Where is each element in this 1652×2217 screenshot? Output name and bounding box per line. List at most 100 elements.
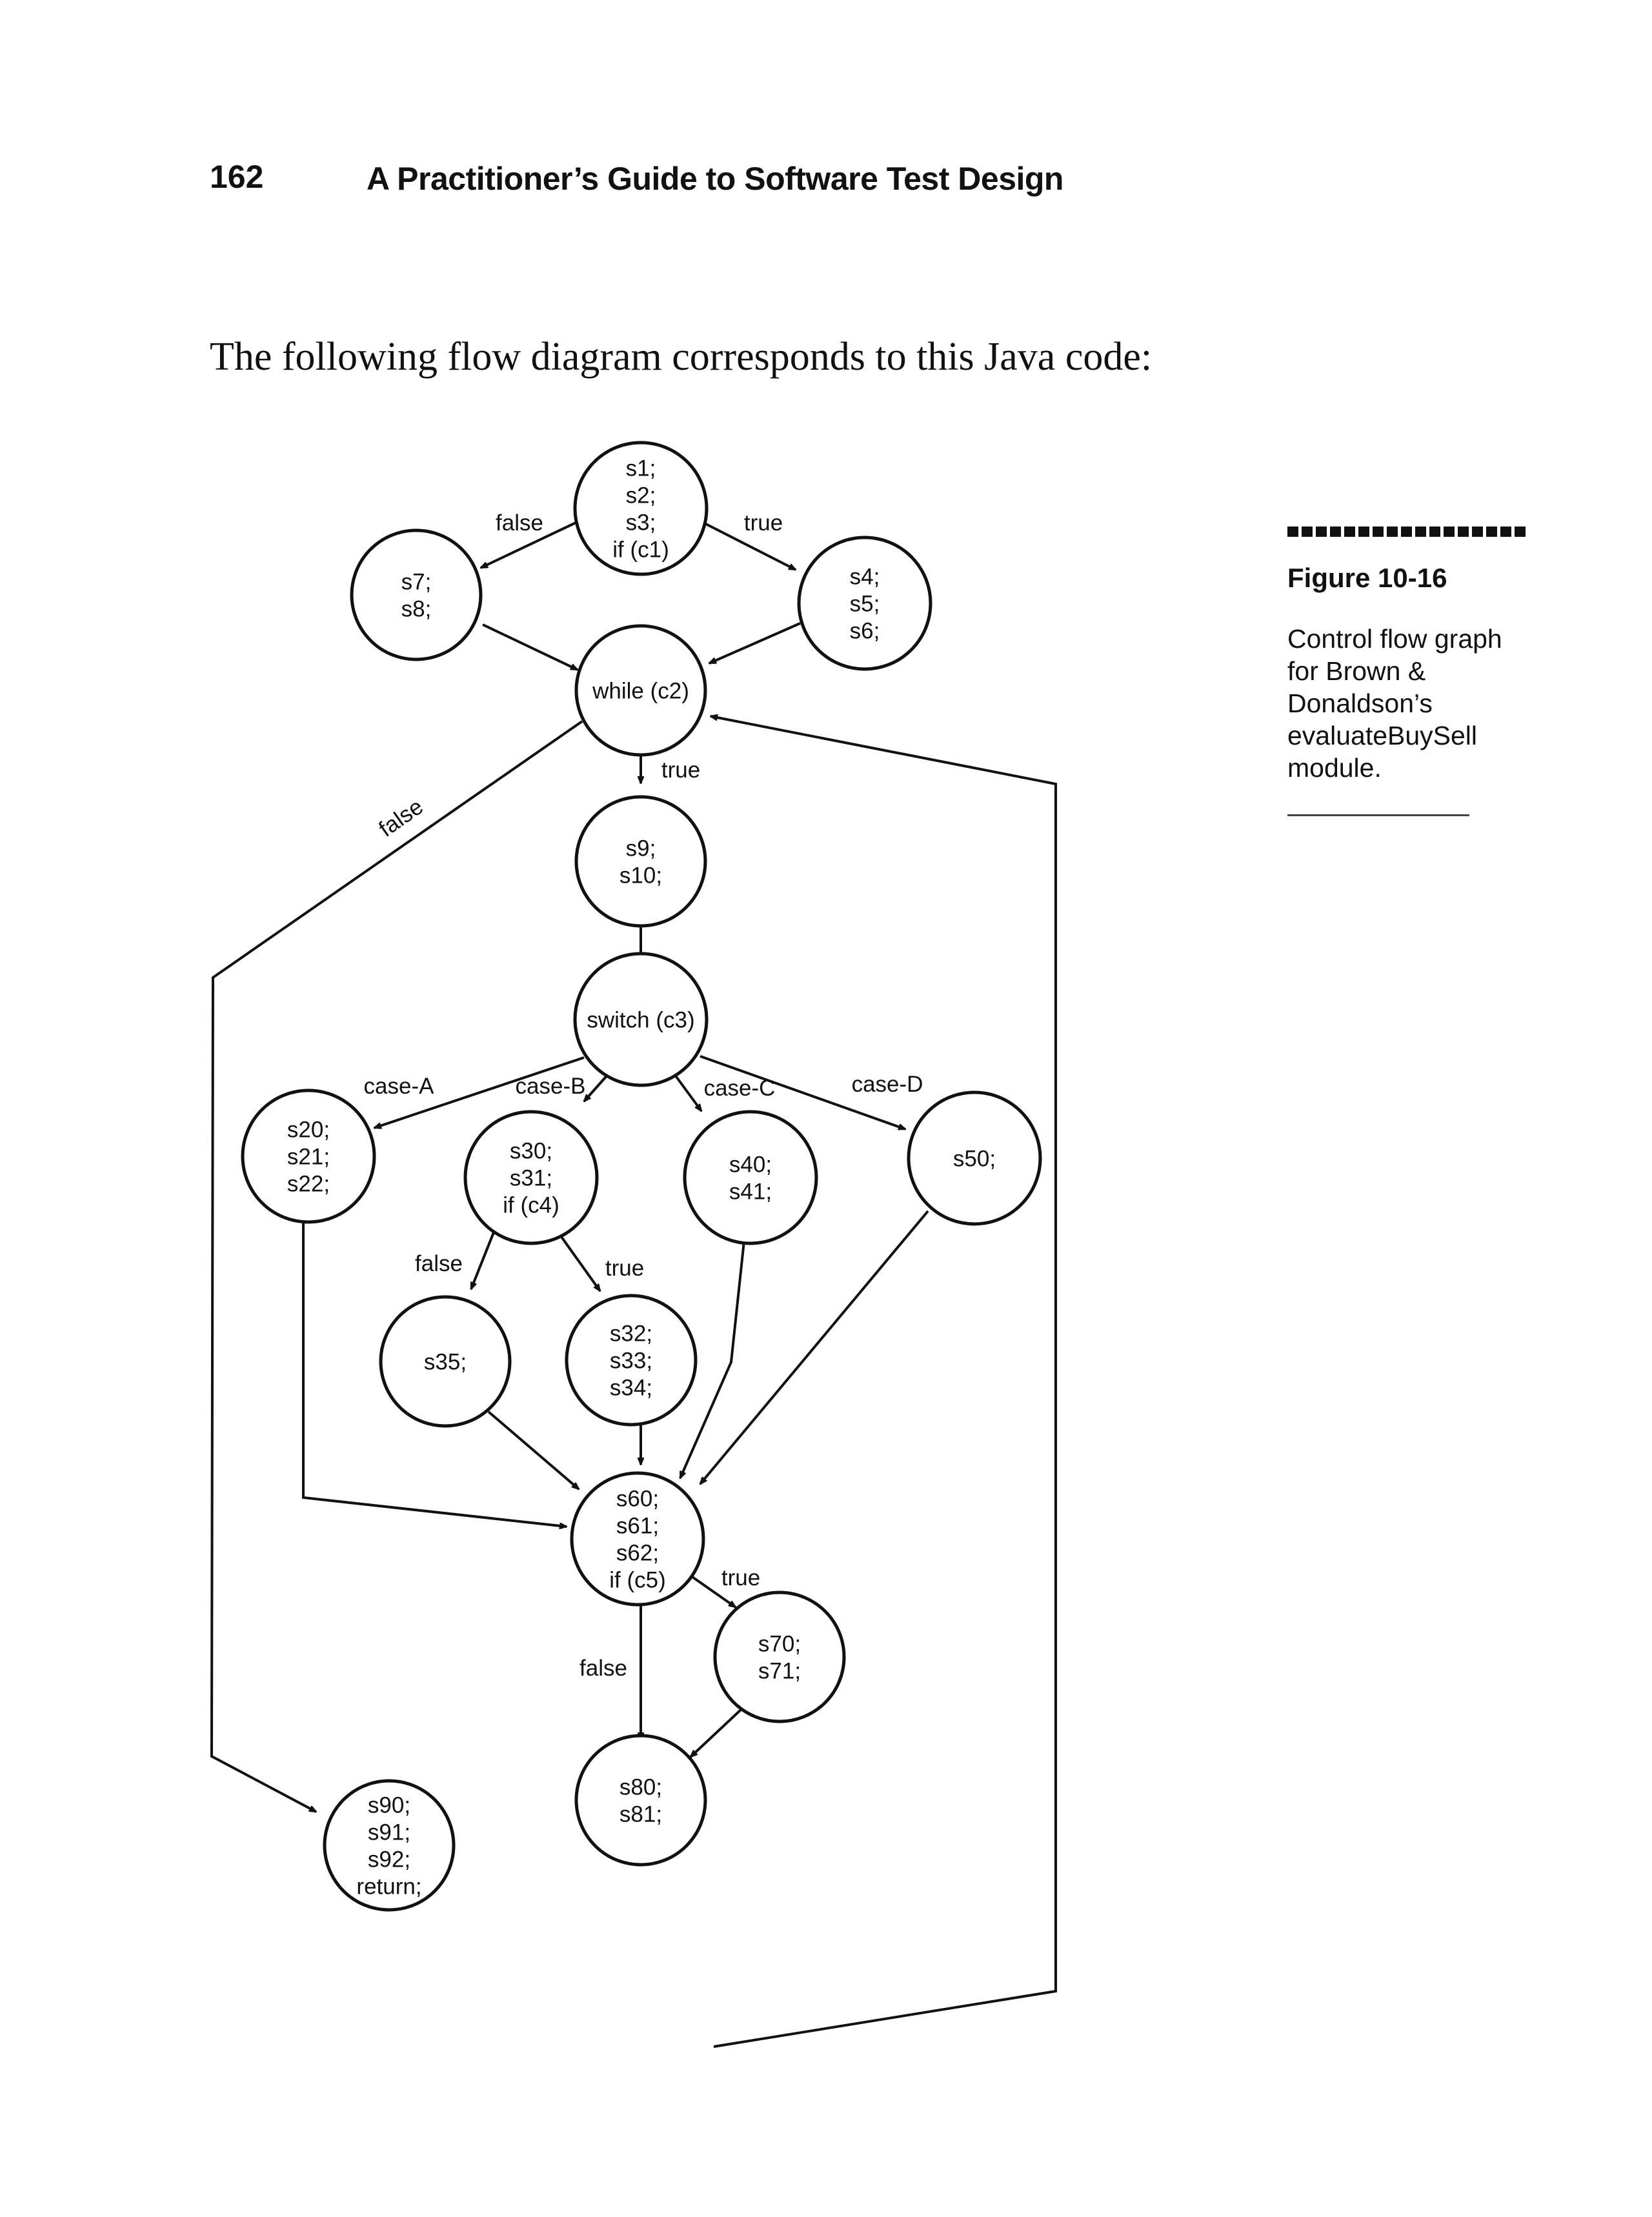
edge-c4-false bbox=[470, 1232, 495, 1289]
node-circle bbox=[574, 795, 707, 928]
edge-s35-to-s60 bbox=[487, 1410, 579, 1489]
node-text-line: s92; bbox=[368, 1847, 410, 1872]
edge-label-c5-true: true bbox=[721, 1565, 760, 1590]
figure-label: Figure 10-16 bbox=[1287, 563, 1447, 593]
node-text-line: if (c1) bbox=[612, 537, 669, 562]
node-text-line: s22; bbox=[287, 1171, 330, 1196]
edge-s50-to-s60 bbox=[700, 1210, 929, 1484]
graph-node: s9;s10; bbox=[574, 795, 707, 928]
caption-line: Donaldson’s bbox=[1287, 688, 1433, 718]
node-text-line: s90; bbox=[368, 1792, 410, 1818]
node-text-line: s32; bbox=[610, 1321, 652, 1346]
graph-node: s50; bbox=[907, 1090, 1042, 1226]
node-text-line: s5; bbox=[850, 591, 880, 616]
node-text-line: s91; bbox=[368, 1820, 410, 1845]
node-circle bbox=[350, 528, 483, 661]
graph-edges bbox=[210, 517, 1057, 2048]
node-circle bbox=[713, 1590, 846, 1723]
caption-line: Control flow graph bbox=[1287, 624, 1502, 654]
figure-caption: Control flow graph for Brown & Donaldson… bbox=[1287, 623, 1533, 784]
graph-node: s40;s41; bbox=[683, 1110, 818, 1245]
graph-node: while (c2) bbox=[574, 624, 707, 757]
node-text-line: s50; bbox=[953, 1146, 996, 1171]
graph-node: s4;s5;s6; bbox=[797, 536, 932, 671]
node-text-line: s20; bbox=[287, 1117, 330, 1142]
graph-node: s20;s21;s22; bbox=[241, 1088, 376, 1224]
node-circle bbox=[574, 1734, 707, 1867]
node-text-line: if (c5) bbox=[609, 1567, 666, 1592]
edge-s70-to-s80 bbox=[690, 1707, 743, 1757]
node-text-line: s62; bbox=[616, 1540, 659, 1565]
edge-label-c1-true: true bbox=[744, 510, 783, 536]
node-circle bbox=[573, 952, 709, 1087]
node-text-line: s10; bbox=[620, 863, 662, 888]
edge-label-case-b: case-B bbox=[516, 1074, 586, 1099]
node-circle bbox=[574, 624, 707, 757]
edge-s20-to-s60 bbox=[302, 1215, 567, 1527]
graph-nodes: s1;s2;s3;if (c1) s7;s8; s4;s5;s6; while (c2… bbox=[241, 441, 1042, 1912]
intro-text: The following flow diagram corresponds t… bbox=[210, 335, 1153, 379]
graph-node: s32;s33;s34; bbox=[565, 1294, 698, 1427]
node-text-line: if (c4) bbox=[503, 1192, 559, 1218]
edge-case-d bbox=[700, 1055, 905, 1129]
edge-c5-true bbox=[689, 1574, 736, 1609]
node-text-line: return; bbox=[356, 1874, 421, 1899]
graph-node: s1;s2;s3;if (c1) bbox=[573, 441, 709, 576]
edge-s4-to-while bbox=[709, 622, 801, 665]
graph-node: s90;s91;s92;return; bbox=[323, 1779, 456, 1912]
edge-label-c2-true: true bbox=[661, 757, 700, 783]
edge-label-case-c: case-C bbox=[704, 1076, 776, 1101]
node-text-line: s21; bbox=[287, 1144, 330, 1169]
node-circle bbox=[565, 1294, 698, 1427]
caption-line: for Brown & bbox=[1287, 656, 1426, 686]
edge-case-b bbox=[584, 1071, 611, 1101]
node-circle bbox=[379, 1295, 512, 1428]
node-circle bbox=[573, 441, 709, 576]
node-text-line: s8; bbox=[401, 596, 432, 621]
node-text-line: s31; bbox=[510, 1165, 552, 1190]
page-number: 162 bbox=[210, 159, 264, 195]
edge-s40-to-s60 bbox=[679, 1210, 749, 1478]
node-circle bbox=[907, 1090, 1042, 1226]
node-circle bbox=[323, 1779, 456, 1912]
running-title: A Practitioner’s Guide to Software Test … bbox=[367, 161, 1063, 197]
node-circle bbox=[241, 1088, 376, 1224]
node-text-line: s33; bbox=[610, 1348, 652, 1373]
node-text-line: s40; bbox=[729, 1152, 772, 1177]
edge-s7-to-while bbox=[482, 623, 578, 671]
edge-label-c5-false: false bbox=[579, 1656, 627, 1681]
edge-c1-false bbox=[481, 517, 585, 569]
node-text-line: s1; bbox=[626, 456, 656, 481]
node-text-line: s70; bbox=[758, 1631, 801, 1656]
edge-case-c bbox=[672, 1071, 703, 1111]
node-text-line: s80; bbox=[620, 1774, 662, 1800]
graph-node: s60;s61;s62;if (c5) bbox=[570, 1471, 705, 1607]
graph-node: s7;s8; bbox=[350, 528, 483, 661]
graph-node: s35; bbox=[379, 1295, 512, 1428]
edge-case-a bbox=[374, 1056, 585, 1128]
node-text-line: s30; bbox=[510, 1138, 552, 1163]
node-text-line: while (c2) bbox=[592, 678, 689, 703]
edge-label-c1-false: false bbox=[496, 510, 543, 536]
figure-sidebar-rule bbox=[1287, 527, 1526, 537]
node-text-line: s60; bbox=[616, 1486, 659, 1511]
node-text-line: s34; bbox=[610, 1375, 652, 1400]
node-text-line: s2; bbox=[626, 483, 656, 508]
node-text-line: s9; bbox=[626, 836, 656, 861]
caption-line: module. bbox=[1287, 753, 1382, 783]
caption-line: evaluateBuySell bbox=[1287, 721, 1478, 750]
figure-caption-rule bbox=[1287, 814, 1469, 816]
node-text-line: s3; bbox=[626, 510, 656, 535]
edge-c2-false bbox=[210, 720, 583, 1813]
node-text-line: s61; bbox=[616, 1513, 659, 1538]
graph-node: s80;s81; bbox=[574, 1734, 707, 1867]
node-circle bbox=[463, 1110, 599, 1245]
node-circle bbox=[797, 536, 932, 671]
node-text-line: s7; bbox=[401, 569, 432, 594]
node-circle bbox=[683, 1110, 818, 1245]
graph-node: s70;s71; bbox=[713, 1590, 846, 1723]
edge-label-c4-false: false bbox=[415, 1251, 463, 1276]
graph-node: switch (c3) bbox=[573, 952, 709, 1087]
edge-c4-true bbox=[557, 1231, 601, 1291]
